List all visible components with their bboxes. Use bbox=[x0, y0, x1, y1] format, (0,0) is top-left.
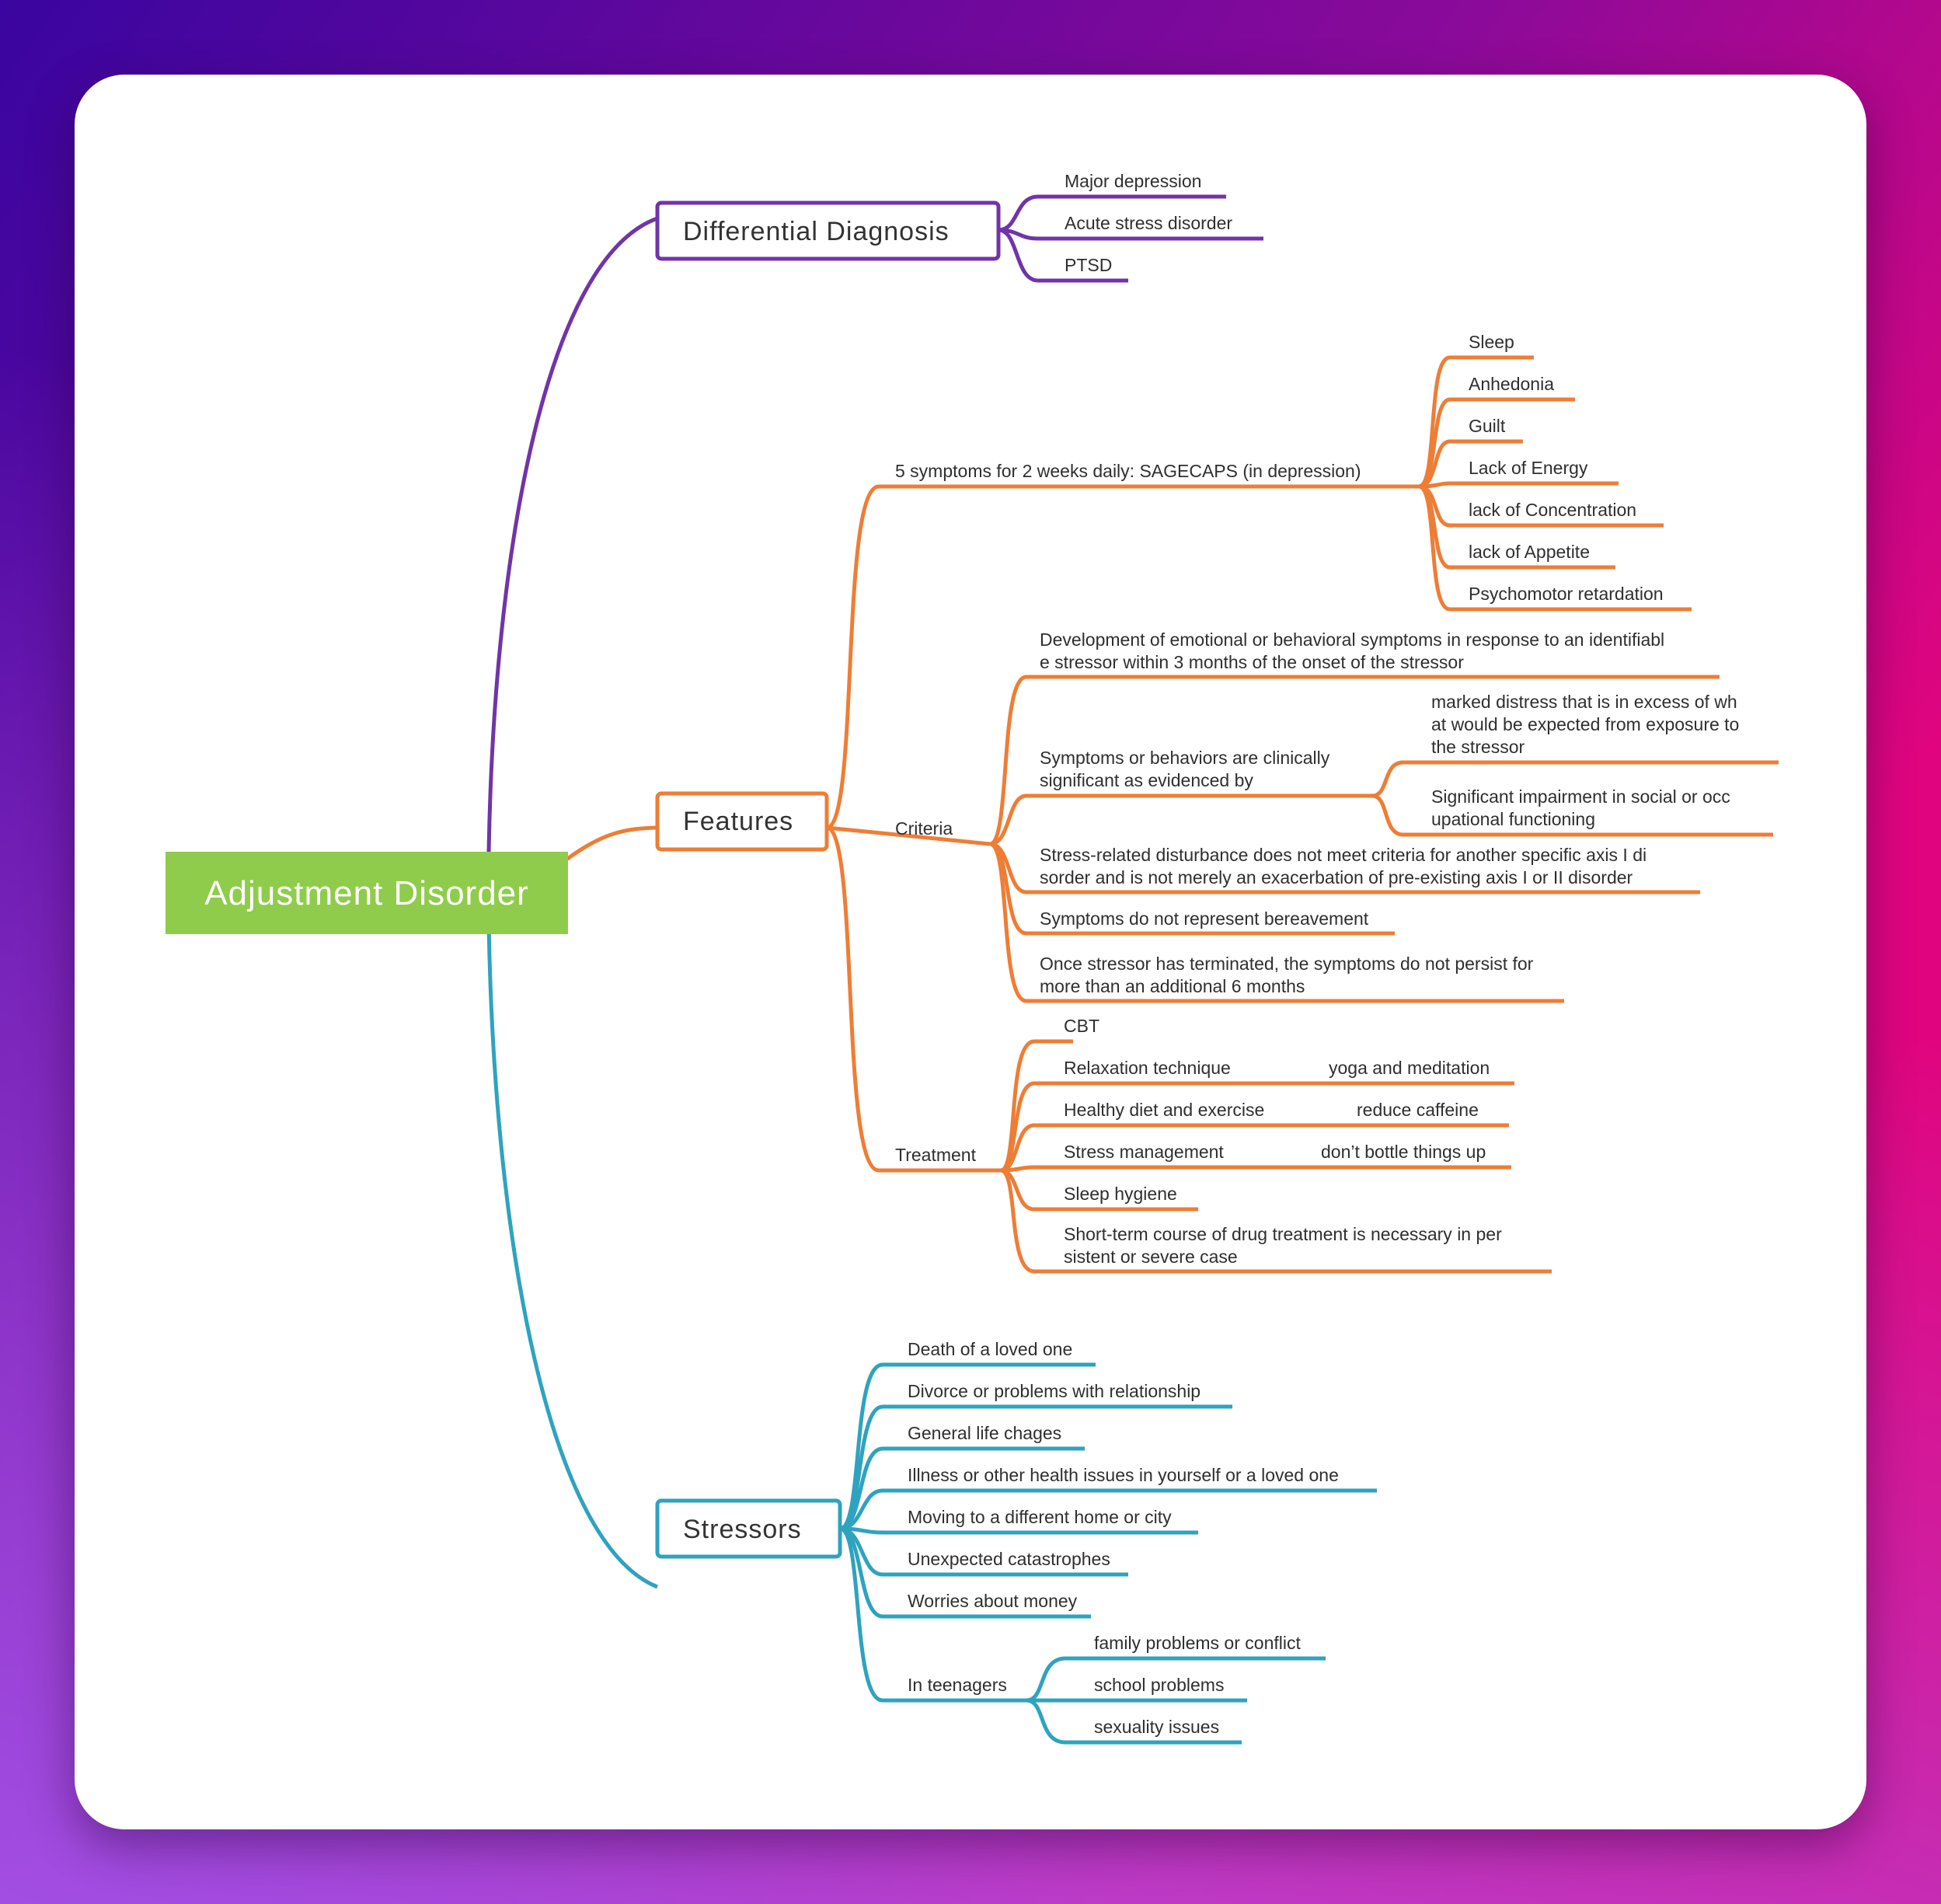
criterion-5-line-2[interactable]: more than an additional 6 months bbox=[1040, 976, 1305, 996]
stressor-item[interactable]: Death of a loved one bbox=[908, 1339, 1072, 1359]
criterion-4[interactable]: Symptoms do not represent bereavement bbox=[1040, 908, 1369, 929]
treatment-detail[interactable]: don’t bottle things up bbox=[1321, 1142, 1486, 1162]
mind-map: Adjustment Disorder Differential Diagnos… bbox=[166, 171, 1779, 1745]
criterion-2b-line-2[interactable]: upational functioning bbox=[1431, 809, 1595, 829]
teen-item[interactable]: school problems bbox=[1094, 1675, 1224, 1695]
teen-label[interactable]: In teenagers bbox=[908, 1675, 1007, 1695]
treatment-detail[interactable]: yoga and meditation bbox=[1329, 1058, 1490, 1078]
criterion-2-line-1[interactable]: Symptoms or behaviors are clinically bbox=[1040, 748, 1330, 768]
treatment-item-line-1[interactable]: Short-term course of drug treatment is n… bbox=[1064, 1224, 1502, 1244]
differential-item[interactable]: Major depression bbox=[1065, 171, 1201, 191]
symptom-item[interactable]: lack of Concentration bbox=[1469, 500, 1636, 520]
symptom-item[interactable]: Lack of Energy bbox=[1469, 458, 1588, 478]
criterion-2a-line-2[interactable]: at would be expected from exposure to bbox=[1431, 714, 1739, 734]
symptom-item[interactable]: Sleep bbox=[1469, 332, 1514, 352]
symptom-item[interactable]: Anhedonia bbox=[1469, 374, 1554, 394]
stressor-item[interactable]: Worries about money bbox=[908, 1591, 1078, 1611]
criterion-1-line-2[interactable]: e stressor within 3 months of the onset … bbox=[1040, 652, 1464, 672]
symptom-item[interactable]: lack of Appetite bbox=[1469, 542, 1590, 562]
differential-label: Differential Diagnosis bbox=[683, 217, 950, 246]
stressor-item[interactable]: Illness or other health issues in yourse… bbox=[908, 1465, 1339, 1485]
connector-root-differential bbox=[486, 216, 658, 853]
criterion-3-line-2[interactable]: sorder and is not merely an exacerbation… bbox=[1040, 867, 1633, 887]
stressor-item[interactable]: Divorce or problems with relationship bbox=[908, 1381, 1200, 1401]
treatment-item-line-2[interactable]: sistent or severe case bbox=[1064, 1247, 1238, 1267]
features-node[interactable] bbox=[655, 791, 829, 852]
teen-item[interactable]: family problems or conflict bbox=[1094, 1633, 1301, 1653]
stressor-item[interactable]: Moving to a different home or city bbox=[908, 1507, 1172, 1527]
criterion-2b-line-1[interactable]: Significant impairment in social or occ bbox=[1431, 786, 1730, 807]
root-label: Adjustment Disorder bbox=[204, 874, 529, 912]
criterion-2a-line-3[interactable]: the stressor bbox=[1431, 737, 1525, 757]
stressors-label: Stressors bbox=[683, 1515, 802, 1544]
criterion-5-line-1[interactable]: Once stressor has terminated, the sympto… bbox=[1040, 954, 1534, 974]
treatment-label[interactable]: Treatment bbox=[895, 1145, 977, 1165]
features-label: Features bbox=[683, 807, 793, 836]
differential-item[interactable]: PTSD bbox=[1065, 255, 1112, 275]
stressor-item[interactable]: Unexpected catastrophes bbox=[908, 1549, 1110, 1569]
connector-root-features bbox=[565, 825, 658, 862]
features-connectors bbox=[826, 355, 1779, 1274]
criterion-3-line-1[interactable]: Stress-related disturbance does not meet… bbox=[1040, 845, 1647, 865]
mind-map-card: Adjustment Disorder Differential Diagnos… bbox=[75, 75, 1866, 1829]
differential-item[interactable]: Acute stress disorder bbox=[1065, 213, 1232, 233]
symptom-item[interactable]: Guilt bbox=[1469, 416, 1506, 436]
root-node[interactable] bbox=[166, 852, 568, 934]
treatment-item[interactable]: Relaxation technique bbox=[1064, 1058, 1231, 1078]
symptom-item[interactable]: Psychomotor retardation bbox=[1469, 584, 1664, 604]
treatment-item[interactable]: CBT bbox=[1064, 1016, 1099, 1036]
treatment-detail[interactable]: reduce caffeine bbox=[1357, 1100, 1479, 1120]
criterion-2a-line-1[interactable]: marked distress that is in excess of wh bbox=[1431, 692, 1737, 712]
criterion-1-line-1[interactable]: Development of emotional or behavioral s… bbox=[1040, 629, 1664, 650]
criteria-label[interactable]: Criteria bbox=[895, 818, 953, 839]
treatment-item[interactable]: Healthy diet and exercise bbox=[1064, 1100, 1264, 1120]
symptoms-label[interactable]: 5 symptoms for 2 weeks daily: SAGECAPS (… bbox=[895, 461, 1361, 481]
teen-item[interactable]: sexuality issues bbox=[1094, 1717, 1219, 1737]
criterion-2-line-2[interactable]: significant as evidenced by bbox=[1040, 770, 1253, 790]
stressors-connectors bbox=[839, 1362, 1377, 1745]
treatment-item[interactable]: Sleep hygiene bbox=[1064, 1184, 1177, 1204]
treatment-item[interactable]: Stress management bbox=[1064, 1142, 1224, 1162]
connector-root-stressors bbox=[486, 923, 658, 1589]
stressor-item[interactable]: General life chages bbox=[908, 1423, 1061, 1443]
differential-connectors bbox=[998, 194, 1263, 283]
